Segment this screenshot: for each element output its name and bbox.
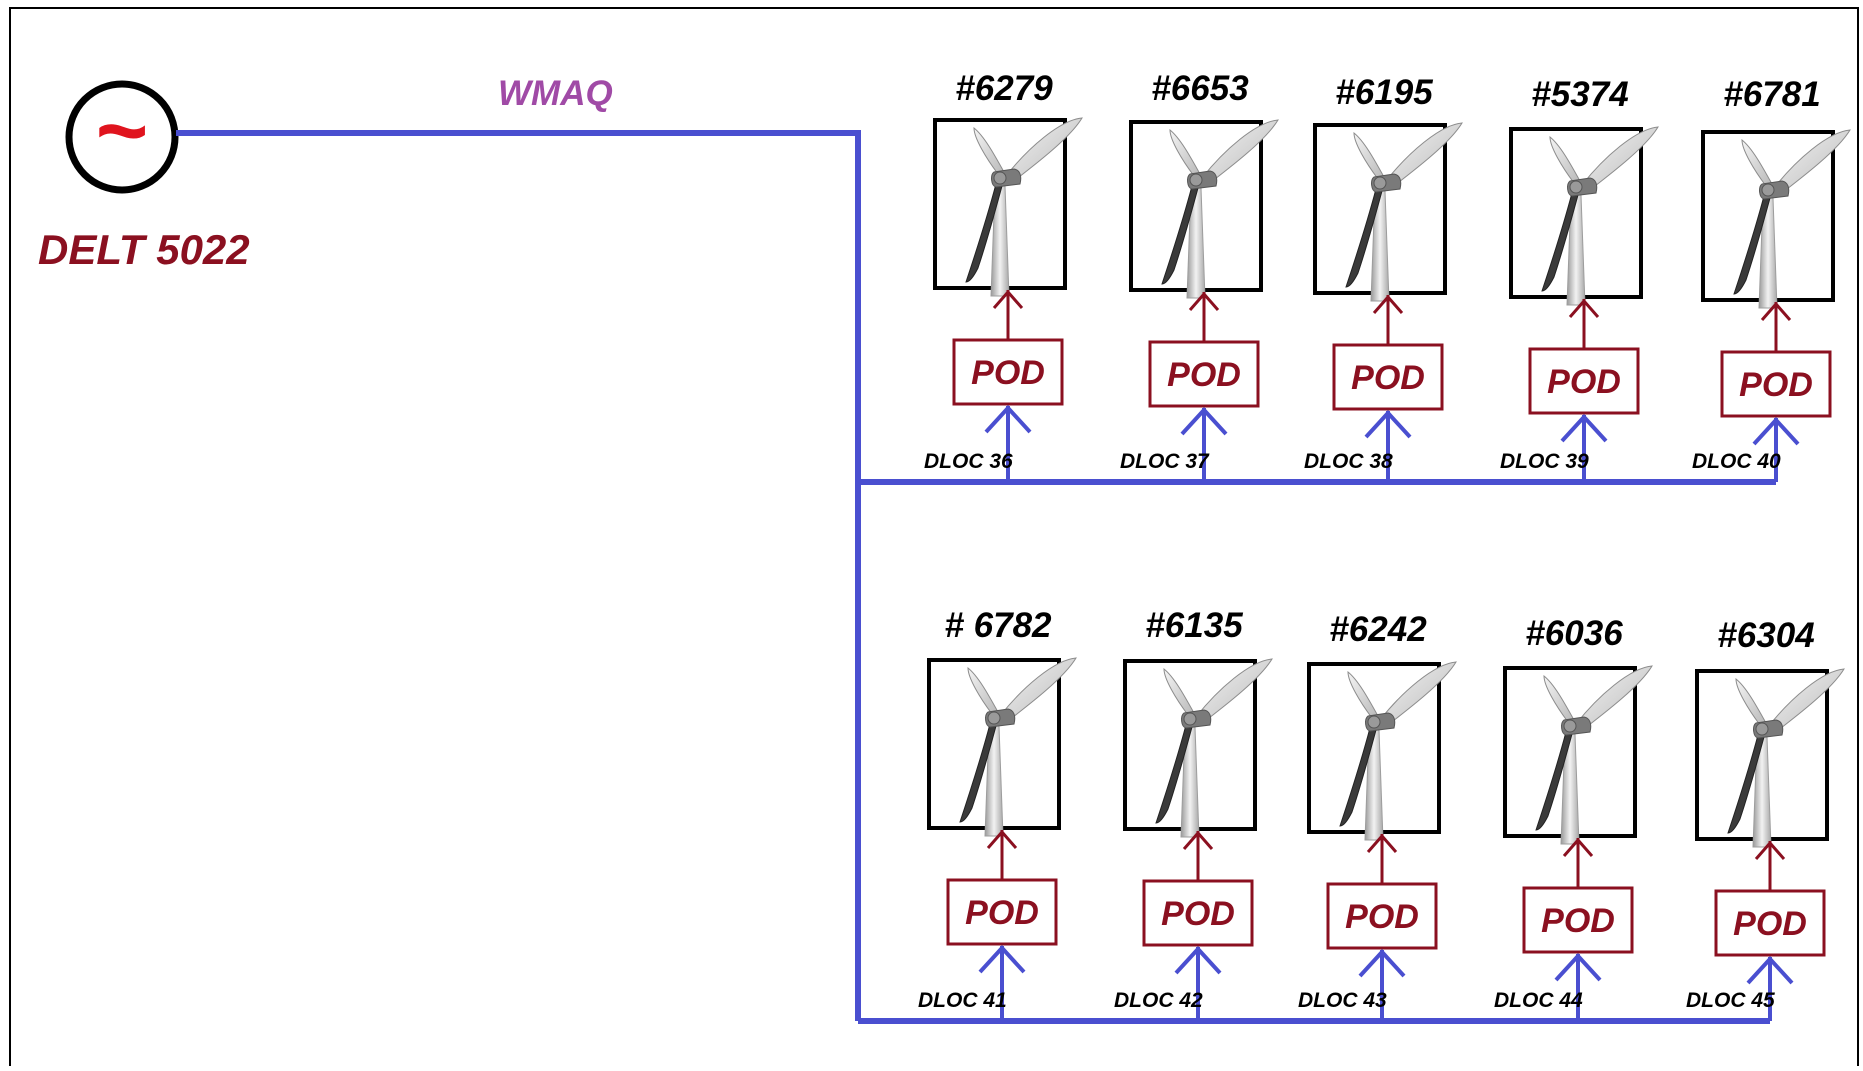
dloc-label: DLOC 45 xyxy=(1686,989,1775,1012)
pod-box xyxy=(1142,879,1254,947)
arrow-head-icon xyxy=(1754,840,1786,860)
pod-label: POD xyxy=(1351,359,1425,397)
pod-box xyxy=(1148,340,1260,408)
generator-symbol: ~ xyxy=(96,81,149,181)
arrow-head-icon xyxy=(992,289,1024,309)
arrow-head-icon xyxy=(1746,956,1794,985)
arrow-head-icon xyxy=(1568,298,1600,318)
pod-label: POD xyxy=(1739,366,1813,404)
arrow-head-icon xyxy=(1554,953,1602,982)
feeder-label: WMAQ xyxy=(498,74,613,113)
pod-label: POD xyxy=(1161,895,1235,933)
arrow-head-icon xyxy=(984,405,1032,434)
arrow-head-icon xyxy=(1180,407,1228,436)
pod-box xyxy=(1720,350,1832,418)
dloc-label: DLOC 44 xyxy=(1494,989,1583,1012)
arrow-head-icon xyxy=(986,829,1018,849)
arrow-head-icon xyxy=(1358,949,1406,978)
pod-label: POD xyxy=(1167,356,1241,394)
dloc-label: DLOC 41 xyxy=(918,989,1007,1012)
turbine-id-label: # 6782 xyxy=(944,606,1052,645)
dloc-label: DLOC 40 xyxy=(1692,450,1781,473)
arrow-head-icon xyxy=(1174,946,1222,975)
arrow-head-icon xyxy=(1188,291,1220,311)
turbine-id-label: #6781 xyxy=(1723,75,1820,114)
turbine-id-label: #6242 xyxy=(1329,610,1427,649)
pod-label: POD xyxy=(1547,363,1621,401)
arrow-head-icon xyxy=(1560,414,1608,443)
pod-box xyxy=(1522,886,1634,954)
dloc-label: DLOC 36 xyxy=(924,450,1013,473)
arrow-head-icon xyxy=(1752,417,1800,446)
turbine-id-label: #6195 xyxy=(1335,73,1433,112)
pod-label: POD xyxy=(1733,905,1807,943)
pod-box xyxy=(952,338,1064,406)
turbine-id-label: #6304 xyxy=(1717,616,1814,655)
arrow-head-icon xyxy=(1372,294,1404,314)
arrow-head-icon xyxy=(978,945,1026,974)
turbine-id-label: #6036 xyxy=(1525,614,1623,653)
dloc-label: DLOC 37 xyxy=(1120,450,1210,473)
feeder-trunk xyxy=(176,130,1776,1024)
arrow-head-icon xyxy=(1182,830,1214,850)
ac-generator-icon xyxy=(65,80,179,194)
dloc-label: DLOC 39 xyxy=(1500,450,1589,473)
pod-box xyxy=(946,878,1058,946)
dloc-label: DLOC 42 xyxy=(1114,989,1203,1012)
turbine-id-label: #6279 xyxy=(955,69,1053,108)
turbine-id-label: #5374 xyxy=(1531,75,1628,114)
turbine-id-label: #6653 xyxy=(1151,69,1249,108)
arrow-head-icon xyxy=(1760,301,1792,321)
pod-label: POD xyxy=(971,354,1045,392)
pod-label: POD xyxy=(1345,898,1419,936)
arrow-head-icon xyxy=(1364,410,1412,439)
dloc-label: DLOC 38 xyxy=(1304,450,1393,473)
generator-source: ~ DELT 5022 xyxy=(38,80,250,273)
dloc-label: DLOC 43 xyxy=(1298,989,1387,1012)
turbine-id-label: #6135 xyxy=(1145,606,1243,645)
pod-label: POD xyxy=(1541,902,1615,940)
arrow-head-icon xyxy=(1562,837,1594,857)
arrow-head-icon xyxy=(1366,833,1398,853)
pod-label: POD xyxy=(965,894,1039,932)
source-label: DELT 5022 xyxy=(38,226,250,273)
pod-box xyxy=(1326,882,1438,950)
